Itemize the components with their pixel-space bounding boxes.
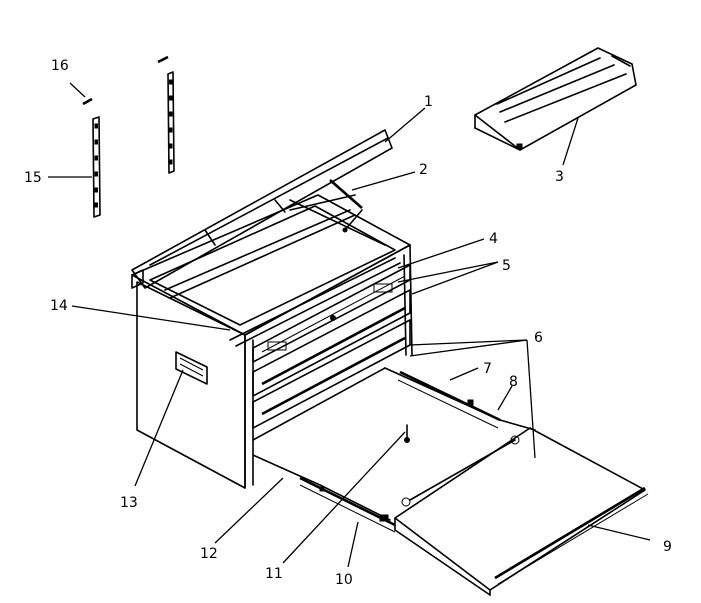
callout-2: 2 <box>419 162 428 178</box>
callout-10: 10 <box>335 572 353 588</box>
callout-16: 16 <box>51 58 69 74</box>
leader-lines <box>48 82 651 568</box>
callout-5: 5 <box>502 258 511 274</box>
callout-13: 13 <box>120 495 138 511</box>
callout-15: 15 <box>24 170 42 186</box>
tote-tray <box>474 47 637 151</box>
callout-7: 7 <box>483 361 492 377</box>
rail-left <box>92 116 101 218</box>
open-drawer <box>252 367 649 596</box>
rail-right <box>167 71 175 174</box>
callout-14: 14 <box>50 298 68 314</box>
callout-11: 11 <box>265 566 283 582</box>
callout-6: 6 <box>534 330 543 346</box>
callout-3: 3 <box>555 169 564 185</box>
callout-4: 4 <box>489 231 498 247</box>
callout-12: 12 <box>200 546 218 562</box>
fastener-right <box>157 55 169 64</box>
callout-1: 1 <box>424 94 433 110</box>
lid <box>131 129 393 289</box>
chest-body <box>131 194 413 489</box>
callout-8: 8 <box>509 374 518 390</box>
callout-9: 9 <box>663 539 672 555</box>
fastener-left <box>82 97 93 106</box>
